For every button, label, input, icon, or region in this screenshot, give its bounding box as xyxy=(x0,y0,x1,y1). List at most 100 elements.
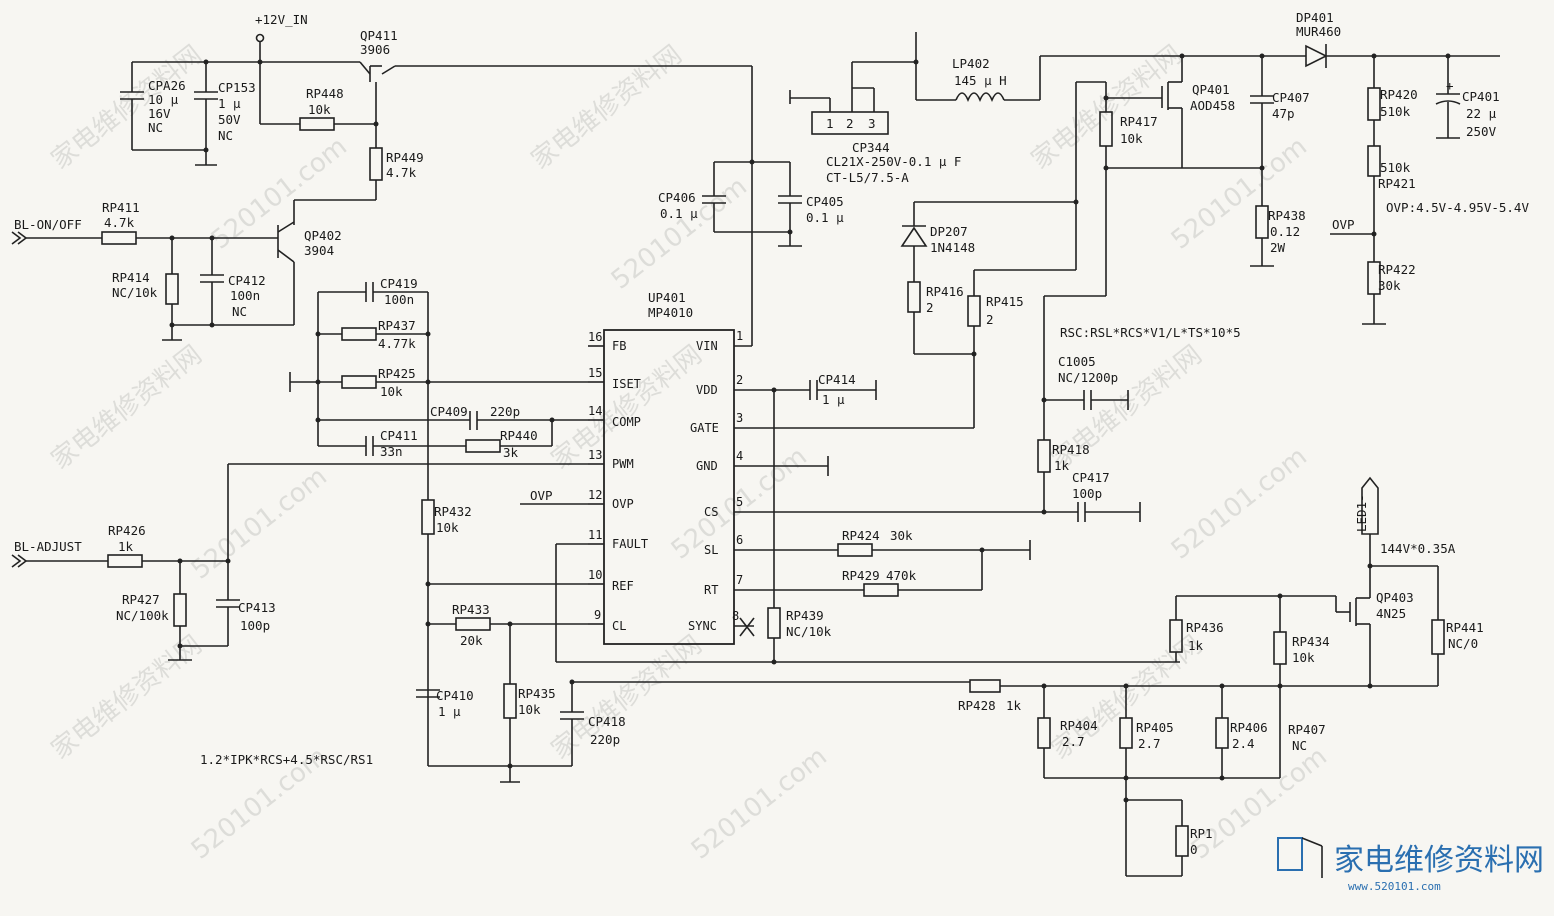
pin-num: 6 xyxy=(736,533,743,547)
qp401-ref: QP401 xyxy=(1192,82,1230,97)
rp1-ref: RP1 xyxy=(1190,826,1213,841)
rp428-ref: RP428 xyxy=(958,698,996,713)
rp427-ref: RP427 xyxy=(122,592,160,607)
rp420-val: 510k xyxy=(1380,104,1411,119)
vin-terminal xyxy=(255,33,265,43)
ic-ref: UP401 xyxy=(648,290,686,305)
cp410-val: 1 μ xyxy=(438,704,461,719)
qp402-val: 3904 xyxy=(304,243,334,258)
pin-num: 14 xyxy=(588,404,602,418)
rp416-ref: RP416 xyxy=(926,284,964,299)
pin-name: SYNC xyxy=(688,619,717,633)
pin-name: ISET xyxy=(612,377,641,391)
rp404-ref: RP404 xyxy=(1060,718,1098,733)
rp429-ref: RP429 xyxy=(842,568,880,583)
dp207-ref: DP207 xyxy=(930,224,968,239)
cp413-ref: CP413 xyxy=(238,600,276,615)
rp406-val: 2.4 xyxy=(1232,736,1255,751)
cp407-val: 47p xyxy=(1272,106,1295,121)
rp425-val: 10k xyxy=(380,384,403,399)
rp414-val: NC/10k xyxy=(112,285,158,300)
rp407-ref: RP407 xyxy=(1288,722,1326,737)
rp420-body xyxy=(1367,87,1381,121)
rp433-ref: RP433 xyxy=(452,602,490,617)
led-net-label: LED1- xyxy=(1354,494,1369,532)
rp441-val: NC/0 xyxy=(1448,636,1478,651)
rp438-power: 2W xyxy=(1270,240,1286,255)
pin-name: PWM xyxy=(612,457,634,471)
cpa26-ref: CPA26 xyxy=(148,78,186,93)
cp405-ref: CP405 xyxy=(806,194,844,209)
rp437-ref: RP437 xyxy=(378,318,416,333)
pin-num: 16 xyxy=(588,330,602,344)
boost-stage: 1 2 3 CP344 CL21X-250V-0.1 μ F CT-L5/7.5… xyxy=(789,10,1500,522)
rp426-val: 1k xyxy=(118,539,134,554)
ic-body xyxy=(603,329,735,645)
rp440-ref: RP440 xyxy=(500,428,538,443)
dp207-body xyxy=(900,226,928,247)
cpa26-val: 10 μ xyxy=(148,92,179,107)
pin-name: CL xyxy=(612,619,626,633)
cp406-ref: CP406 xyxy=(658,190,696,205)
ovp-net-label: OVP xyxy=(1332,217,1355,232)
qp403-val: 4N25 xyxy=(1376,606,1406,621)
watermark-text: 家电维修资料网 xyxy=(46,340,208,476)
rp429-body xyxy=(863,583,899,597)
rp435-body xyxy=(503,683,517,719)
pin-num: 11 xyxy=(588,528,602,542)
cp344-type: CT-L5/7.5-A xyxy=(826,170,909,185)
compensation-network: CP419 100n RP437 4.77k RP425 10k CP409 2… xyxy=(11,276,1180,783)
c1005-ref: C1005 xyxy=(1058,354,1096,369)
cp153-nc: NC xyxy=(218,128,233,143)
ipk-formula: 1.2*IPK*RCS+4.5*RSC/RS1 xyxy=(200,752,373,767)
cp417-ref: CP417 xyxy=(1072,470,1110,485)
watermark-url: 520101.com xyxy=(686,741,833,865)
rp432-body xyxy=(421,499,435,535)
qp401-val: AOD458 xyxy=(1190,98,1235,113)
rp405-ref: RP405 xyxy=(1136,720,1174,735)
rp435-ref: RP435 xyxy=(518,686,556,701)
rp411-ref: RP411 xyxy=(102,200,140,215)
cp344-pin3: 3 xyxy=(868,116,876,131)
rp438-ref: RP438 xyxy=(1268,208,1306,223)
rp433-val: 20k xyxy=(460,633,483,648)
rp414-body xyxy=(165,273,179,305)
logo-url: www.520101.com xyxy=(1348,880,1441,893)
dp401-body xyxy=(1305,44,1328,68)
dp207-val: 1N4148 xyxy=(930,240,975,255)
ic-up401: UP401 MP4010 16 FB 15 ISET 14 COMP 13 PW… xyxy=(588,290,1078,645)
rp440-body xyxy=(465,439,501,453)
rp421-ref: RP421 xyxy=(1378,176,1416,191)
cp419-val: 100n xyxy=(384,292,414,307)
rp448-ref: RP448 xyxy=(306,86,344,101)
cp344-val: CL21X-250V-0.1 μ F xyxy=(826,154,961,169)
rp438-body xyxy=(1255,205,1269,239)
pin-name: RT xyxy=(704,583,718,597)
pin-num: 8 xyxy=(732,609,739,623)
output-section: RP420 510k 510k RP421 OVP OVP:4.5V-4.95V… xyxy=(958,56,1529,877)
rp448-val: 10k xyxy=(308,102,331,117)
pin-name: OVP xyxy=(612,497,634,511)
led-connector xyxy=(1361,476,1379,535)
rp449-body xyxy=(369,147,383,181)
rp424-body xyxy=(837,543,873,557)
rp421-val: 510k xyxy=(1380,160,1411,175)
rp415-ref: RP415 xyxy=(986,294,1024,309)
cp417-val: 100p xyxy=(1072,486,1102,501)
rp416-body xyxy=(907,281,921,313)
rp422-ref: RP422 xyxy=(1378,262,1416,277)
bl-adjust-net-label: BL-ADJUST xyxy=(14,539,82,554)
book-icon xyxy=(1277,837,1303,871)
ic-left-pins: 16 FB 15 ISET 14 COMP 13 PWM 12 OVP 11 F… xyxy=(588,330,648,633)
cp412-ref: CP412 xyxy=(228,273,266,288)
cp419-ref: CP419 xyxy=(380,276,418,291)
cp401-ref: CP401 xyxy=(1462,89,1500,104)
vin-net-label: +12V_IN xyxy=(255,12,308,27)
pin-name: FAULT xyxy=(612,537,648,551)
rp435-val: 10k xyxy=(518,702,541,717)
qp403-ref: QP403 xyxy=(1376,590,1414,605)
pin-num: 2 xyxy=(736,373,743,387)
rp436-val: 1k xyxy=(1188,638,1204,653)
cp413-val: 100p xyxy=(240,618,270,633)
